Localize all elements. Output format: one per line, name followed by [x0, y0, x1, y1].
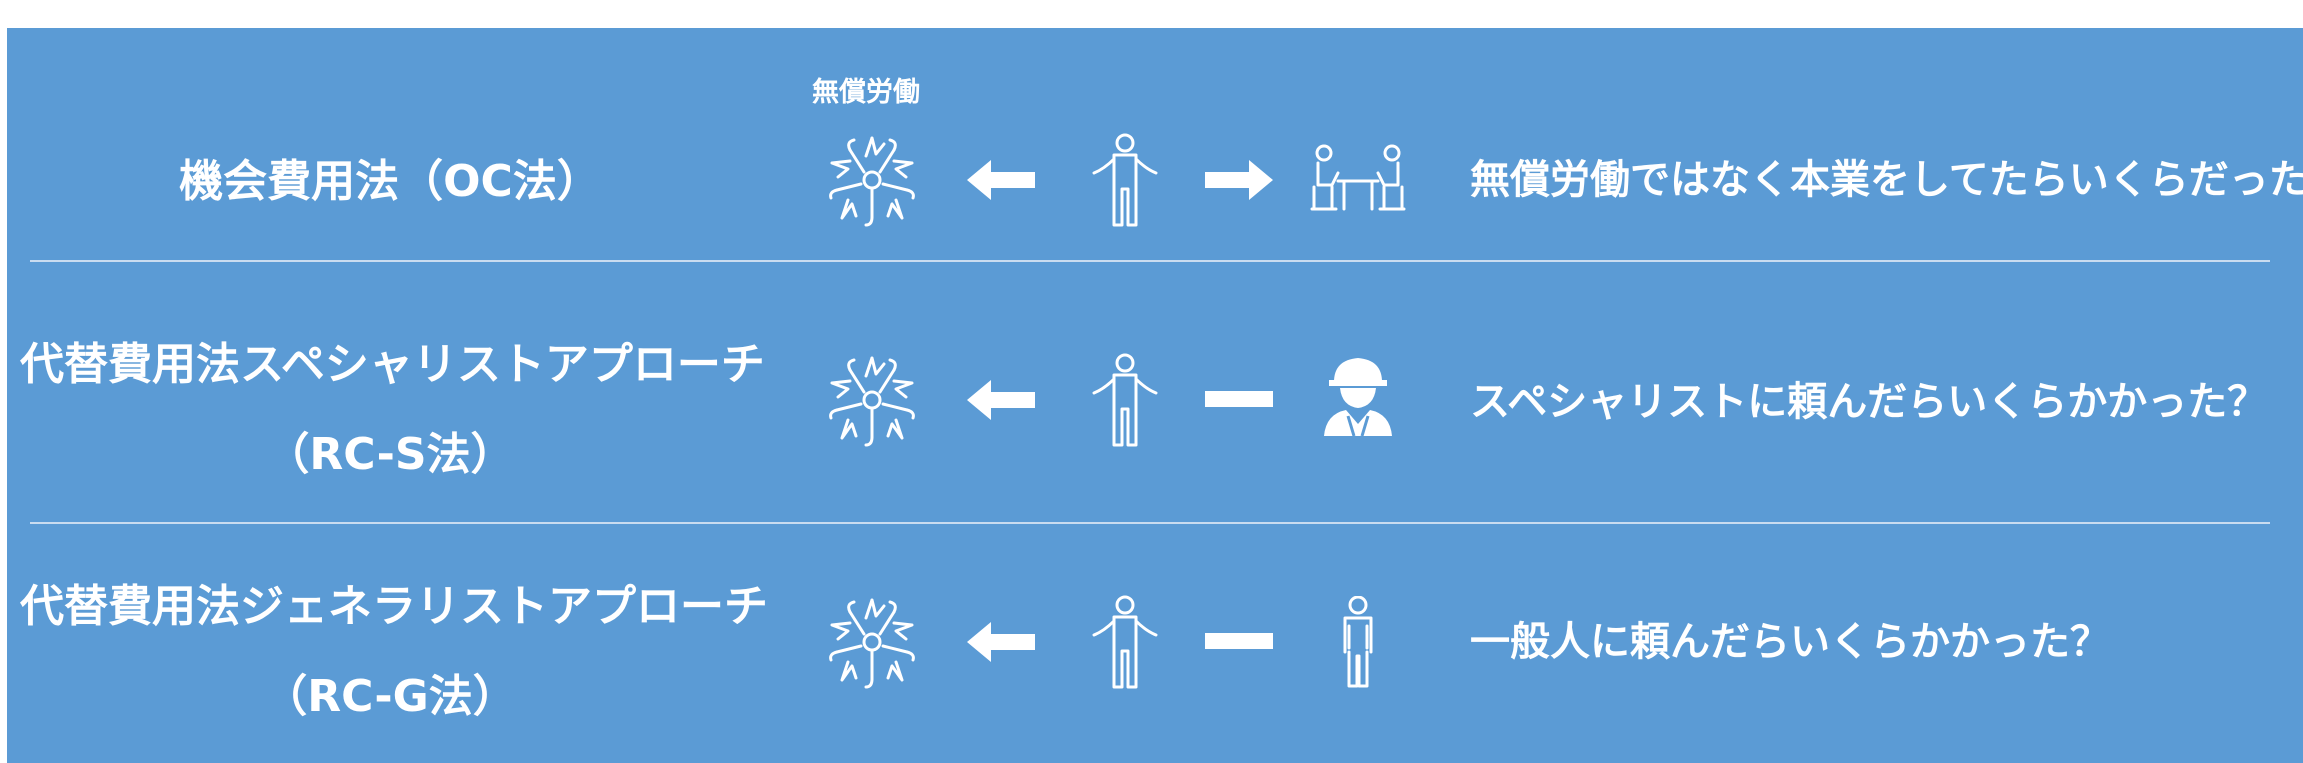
office-meeting-icon	[1310, 143, 1406, 213]
method-rcs-line2: （RC-S法）	[265, 429, 515, 480]
method-rcs-title: 代替費用法スペシャリストアプローチ （RC-S法）	[20, 333, 765, 487]
method-rcg-line2: （RC-G法）	[263, 671, 517, 722]
person-standing-icon	[1337, 596, 1379, 688]
method-oc-title: 機会費用法（OC法）	[30, 150, 750, 214]
dash-icon	[1205, 633, 1273, 649]
question-rcg: 一般人に頼んだらいくらかかった？	[1470, 619, 2110, 665]
question-oc: 無償労働ではなく本業をしてたらいくらだった？	[1470, 157, 2303, 203]
arrow-right-icon	[1205, 160, 1273, 200]
method-rcg-line1: 代替費用法ジェネラリストアプローチ	[20, 581, 768, 632]
hands-together-icon	[817, 128, 927, 232]
person-shrugging-icon	[1092, 595, 1158, 689]
row-divider	[30, 260, 2270, 262]
person-shrugging-icon	[1092, 133, 1158, 227]
method-oc-line1: 機会費用法（OC法）	[179, 156, 601, 207]
hands-together-icon	[817, 348, 927, 452]
row-divider	[30, 522, 2270, 524]
construction-worker-icon	[1320, 354, 1396, 436]
unpaid-labor-label: 無償労働	[812, 77, 920, 108]
arrow-left-icon	[967, 622, 1035, 662]
person-shrugging-icon	[1092, 353, 1158, 447]
arrow-left-icon	[967, 380, 1035, 420]
dash-icon	[1205, 391, 1273, 407]
comparison-panel	[7, 28, 2303, 763]
method-rcg-title: 代替費用法ジェネラリストアプローチ （RC-G法）	[20, 575, 768, 729]
hands-together-icon	[817, 590, 927, 694]
arrow-left-icon	[967, 160, 1035, 200]
method-rcs-line1: 代替費用法スペシャリストアプローチ	[20, 339, 765, 390]
question-rcs: スペシャリストに頼んだらいくらかかった？	[1470, 379, 2268, 425]
